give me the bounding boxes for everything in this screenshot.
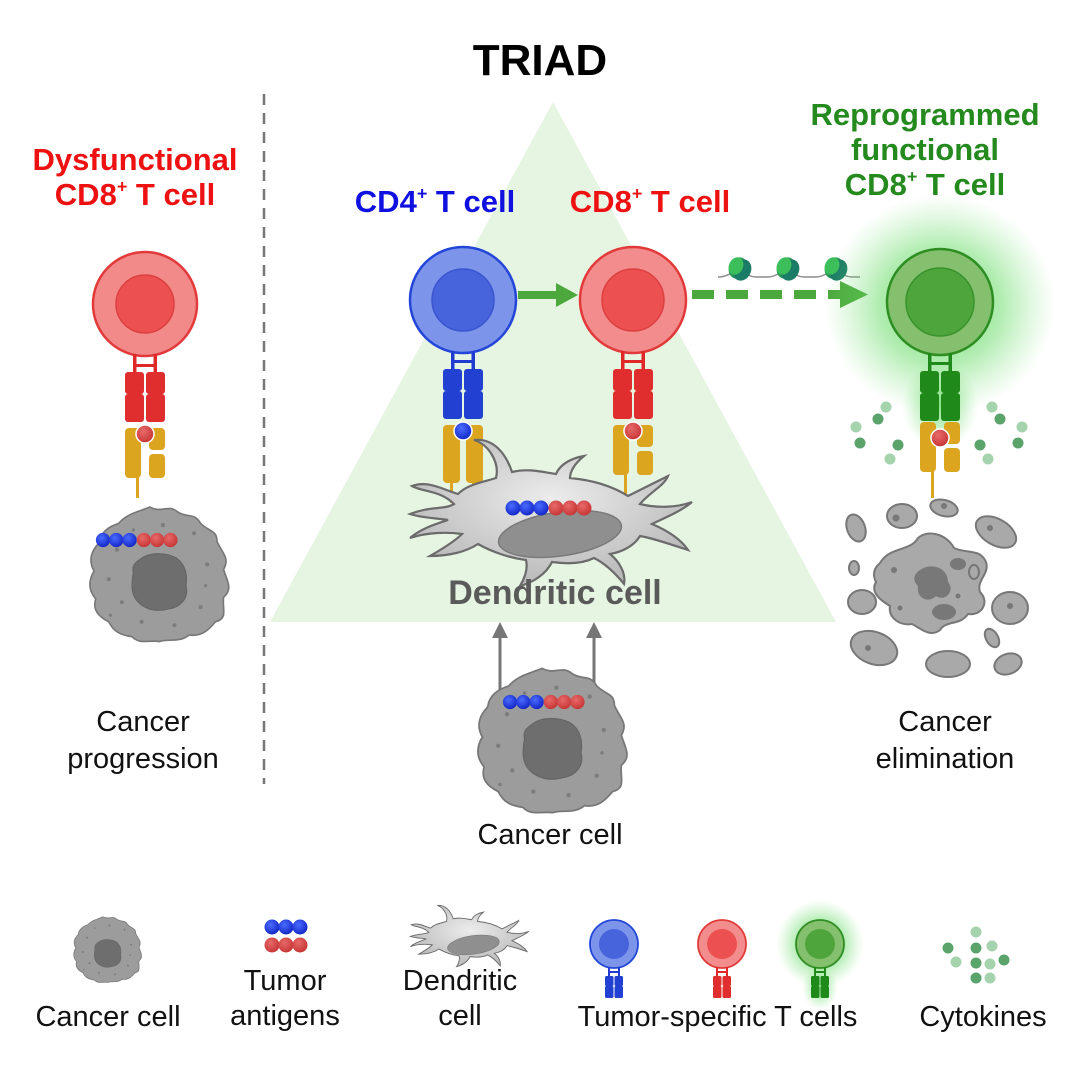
legend-reprogrammed-t-cell-icon <box>776 900 864 1010</box>
dysfunctional-cd8-heading: Dysfunctional CD8+ T cell <box>0 142 270 212</box>
outcome-line: elimination <box>875 743 1015 776</box>
cd4-t-cell-label: CD4+ T cell <box>354 183 516 219</box>
legend-dendritic-cell-label: Dendritic cell <box>380 964 540 1035</box>
heading-line: functional <box>850 132 1000 168</box>
reprogrammed-cd8-heading: Reprogrammed functional CD8+ T cell <box>775 97 1075 202</box>
legend-cancer-cell-label: Cancer cell <box>35 1001 181 1033</box>
dysfunctional-cd8-t-cell <box>91 250 199 498</box>
outcome-line: Cancer <box>898 706 992 738</box>
antigen-transfer-arrows <box>492 622 602 700</box>
dendritic-cell-label: Dendritic cell <box>448 574 662 612</box>
outcome-line: progression <box>67 743 219 776</box>
nucleosome-icon <box>776 257 800 281</box>
cancer-cell-left <box>89 506 230 643</box>
triad-triangle <box>270 102 836 622</box>
cancer-progression-label: Cancer progression <box>28 704 258 778</box>
heading-line: Reprogrammed <box>810 97 1040 132</box>
legend-cytokines-icon <box>942 926 1010 984</box>
cancer-cell-center <box>477 667 628 814</box>
mhc-receptor-right <box>920 422 960 498</box>
legend-cd4-t-cell-icon <box>589 919 639 998</box>
legend-line: antigens <box>230 1000 340 1033</box>
cd8-t-cell-label: CD8+ T cell <box>569 183 731 219</box>
legend-tumor-antigens-icon <box>264 919 308 953</box>
heading-line: CD8+ T cell <box>54 176 216 213</box>
legend-tumor-antigens-label: Tumor antigens <box>210 964 360 1035</box>
legend-cytokines-label: Cytokines <box>919 1001 1047 1033</box>
cancer-elimination-label: Cancer elimination <box>830 704 1060 778</box>
outcome-line: Cancer <box>96 706 190 738</box>
cytokines-right <box>850 401 1028 465</box>
legend-line: cell <box>438 1000 482 1033</box>
activation-arrow <box>518 283 578 307</box>
legend-cancer-cell-icon <box>73 916 142 983</box>
heading-line: Dysfunctional <box>32 142 238 177</box>
diagram-title: TRIAD <box>472 36 608 85</box>
legend-line: Tumor <box>243 965 327 997</box>
dendritic-cell <box>408 438 694 588</box>
cd8-t-cell <box>578 245 688 503</box>
eliminated-cancer-cell <box>845 498 1029 678</box>
panel-divider <box>262 94 266 784</box>
nucleosome-icon <box>728 257 752 281</box>
cancer-cell-label: Cancer cell <box>477 819 623 851</box>
legend-cd8-t-cell-icon <box>697 919 747 998</box>
legend-line: Dendritic <box>402 965 518 997</box>
legend-t-cells-label: Tumor-specific T cells <box>577 1001 858 1033</box>
